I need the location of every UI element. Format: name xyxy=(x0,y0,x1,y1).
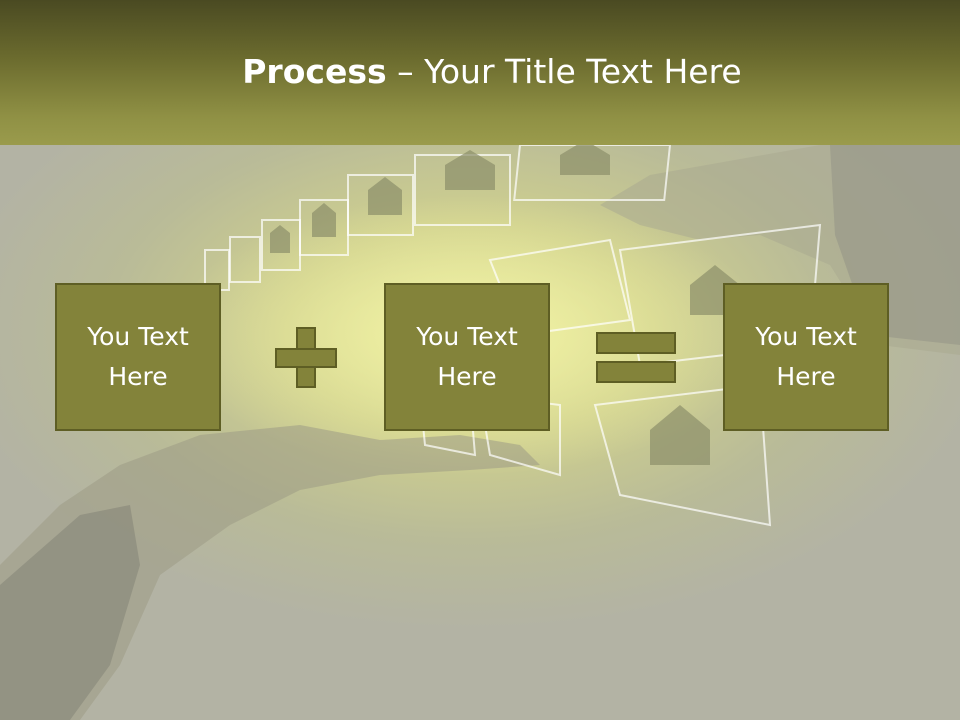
process-box-1[interactable]: You Text Here xyxy=(55,283,221,431)
title-bold: Process xyxy=(242,52,387,91)
process-box-2[interactable]: You Text Here xyxy=(384,283,550,431)
title-bar xyxy=(0,0,960,145)
process-box-3[interactable]: You Text Here xyxy=(723,283,889,431)
background-image xyxy=(0,145,960,720)
slide-title: Process – Your Title Text Here xyxy=(0,52,960,91)
process-box-3-text: You Text Here xyxy=(755,322,857,391)
process-box-2-text: You Text Here xyxy=(416,322,518,391)
title-rest: – Your Title Text Here xyxy=(386,52,742,91)
process-box-1-text: You Text Here xyxy=(87,322,189,391)
